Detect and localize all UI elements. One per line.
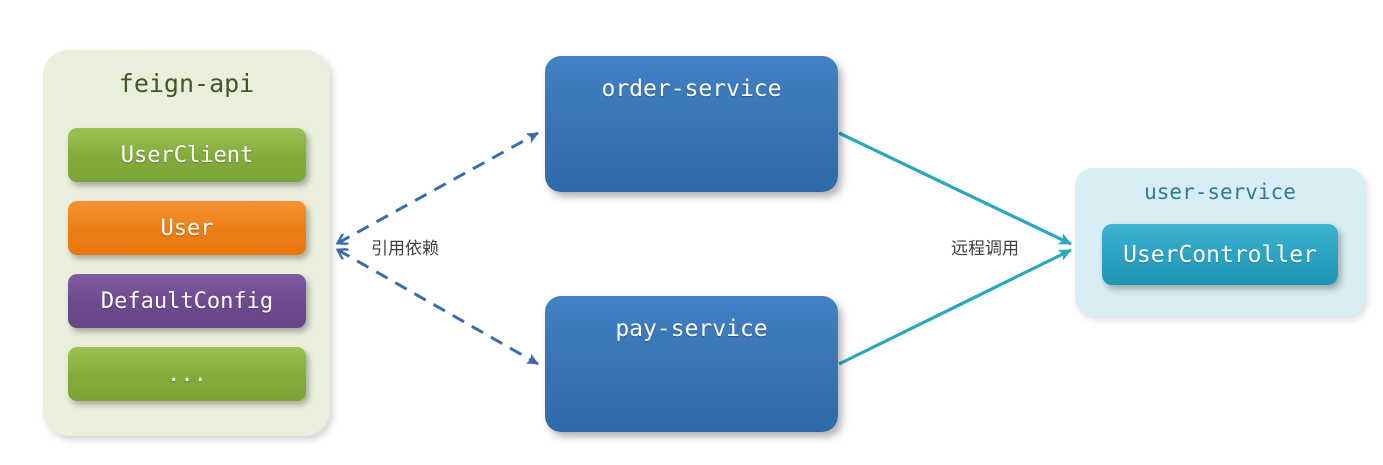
edge-dependency-order <box>338 131 538 243</box>
component-user-controller[interactable]: UserController <box>1102 224 1338 285</box>
package-feign-api-title: feign-api <box>118 69 255 98</box>
node-order-service-label: order-service <box>601 76 782 102</box>
node-order-service[interactable]: order-service <box>545 56 838 192</box>
package-user-service-title: user-service <box>1144 180 1296 204</box>
node-pay-service[interactable]: pay-service <box>545 296 838 432</box>
edge-dependency-pay <box>338 250 538 366</box>
package-feign-api[interactable]: feign-api UserClient User DefaultConfig … <box>43 50 330 436</box>
component-ellipsis[interactable]: ... <box>68 347 306 401</box>
component-default-config[interactable]: DefaultConfig <box>68 274 306 328</box>
component-user-client[interactable]: UserClient <box>68 128 306 182</box>
component-user[interactable]: User <box>68 201 306 255</box>
package-user-service[interactable]: user-service UserController <box>1075 168 1365 316</box>
node-pay-service-label: pay-service <box>615 316 768 342</box>
edge-label-remote-call: 远程调用 <box>951 239 1019 259</box>
edge-remote-pay <box>838 248 1072 366</box>
edge-label-dependency: 引用依赖 <box>371 239 439 259</box>
edge-remote-order <box>838 131 1072 246</box>
